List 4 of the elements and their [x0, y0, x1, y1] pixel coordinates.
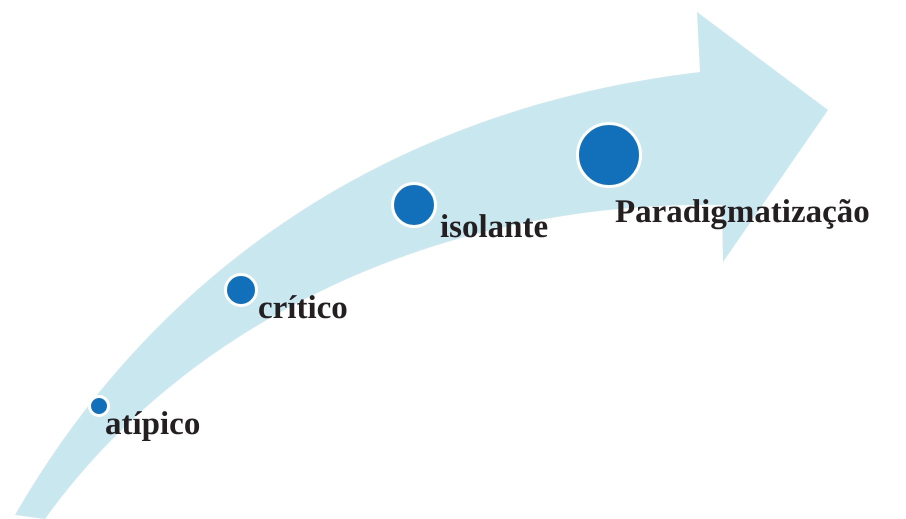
stage-label: crítico: [258, 292, 348, 325]
stage-label: atípico: [105, 408, 200, 441]
stage-label: isolante: [440, 211, 548, 244]
stage-label: Paradigmatização: [615, 196, 870, 229]
